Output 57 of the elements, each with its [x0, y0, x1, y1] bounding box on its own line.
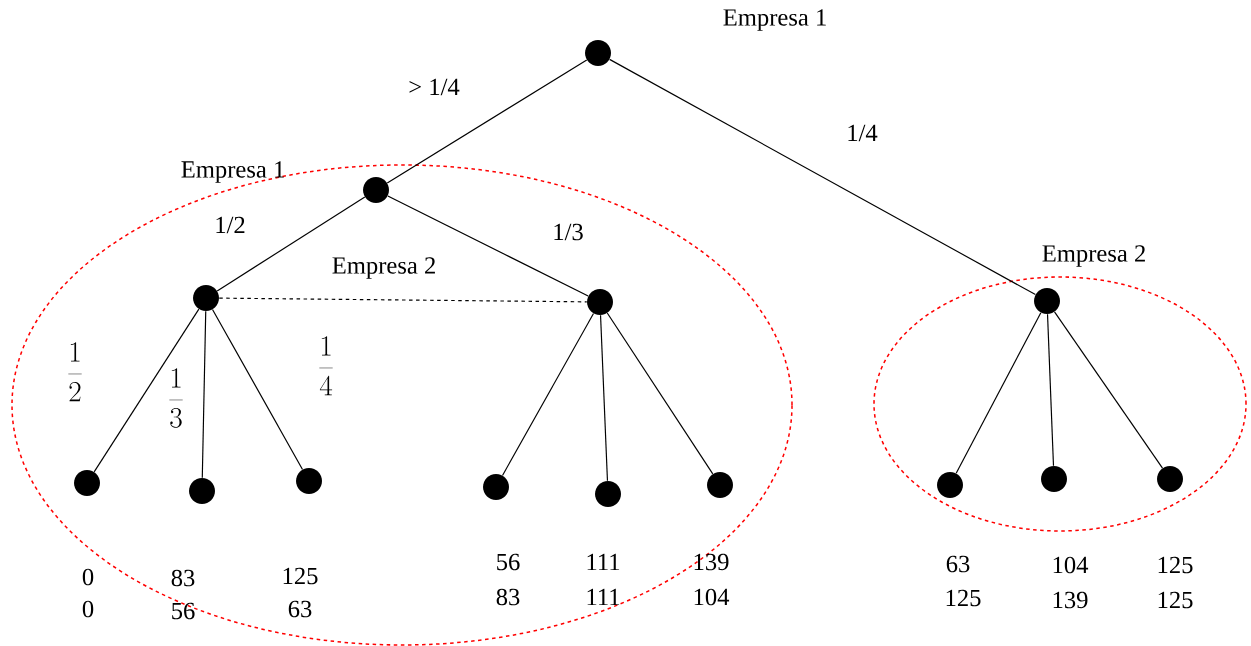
payoff-value: 83: [496, 588, 520, 606]
tree-branch: [599, 314, 609, 482]
player-label: Empresa 2: [1042, 245, 1145, 267]
tree-branch: [609, 58, 1036, 296]
payoff-value: 63: [288, 600, 312, 618]
edge-label: Empresa 2: [330, 256, 438, 280]
game-node: [937, 472, 963, 498]
payoff-value: 104: [694, 588, 730, 606]
game-node: [585, 40, 611, 66]
payoff-value: 63: [946, 555, 970, 573]
payoff-value: 56: [172, 602, 195, 620]
game-node: [193, 285, 219, 311]
game-node: [1041, 466, 1067, 492]
game-node: [74, 470, 100, 496]
tree-branch: [201, 310, 207, 479]
player-label: Empresa 1: [723, 9, 826, 31]
tree-branch: [211, 308, 304, 471]
game-node: [296, 468, 322, 494]
tree-branch: [501, 312, 595, 477]
payoff-value: 0: [82, 600, 94, 618]
game-node: [587, 289, 613, 315]
edge-label: 1/3: [551, 222, 585, 242]
player-label: Empresa 1: [181, 161, 284, 183]
game-node: [189, 478, 215, 504]
edge-label: 1/2: [213, 215, 247, 235]
game-node: [1034, 288, 1060, 314]
game-node: [707, 472, 733, 498]
tree-branch: [216, 196, 366, 292]
probability-fraction: $\frac{1}{3}$: [166, 367, 186, 429]
game-node: [483, 474, 509, 500]
edge-label: > 1/4: [407, 77, 461, 97]
edge-label: 1/4: [845, 123, 879, 143]
tree-branch: [93, 308, 200, 473]
game-node: [363, 177, 389, 203]
payoff-value: 125: [1158, 591, 1193, 609]
tree-branch: [218, 297, 588, 303]
payoff-value: 83: [171, 569, 195, 587]
game-node: [595, 481, 621, 507]
probability-fraction: $\frac{1}{4}$: [316, 335, 336, 397]
tree-branch: [1046, 313, 1055, 467]
tree-branch: [1053, 311, 1164, 469]
payoff-value: 125: [283, 567, 318, 585]
payoff-value: 56: [497, 553, 520, 571]
payoff-value: 125: [1158, 556, 1193, 574]
tree-branch: [386, 59, 588, 184]
payoff-value: 125: [946, 589, 981, 607]
tree-branch: [387, 195, 589, 297]
payoff-value: 0: [82, 568, 94, 586]
tree-branch: [955, 312, 1042, 474]
probability-fraction: $\frac{1}{2}$: [65, 341, 85, 403]
game-node: [1157, 466, 1183, 492]
payoff-value: 104: [1053, 556, 1089, 574]
payoff-value: 111: [587, 588, 620, 606]
payoff-value: 139: [1053, 591, 1088, 609]
payoff-value: 111: [587, 553, 620, 571]
tree-branch: [606, 312, 714, 475]
payoff-value: 139: [694, 553, 729, 571]
